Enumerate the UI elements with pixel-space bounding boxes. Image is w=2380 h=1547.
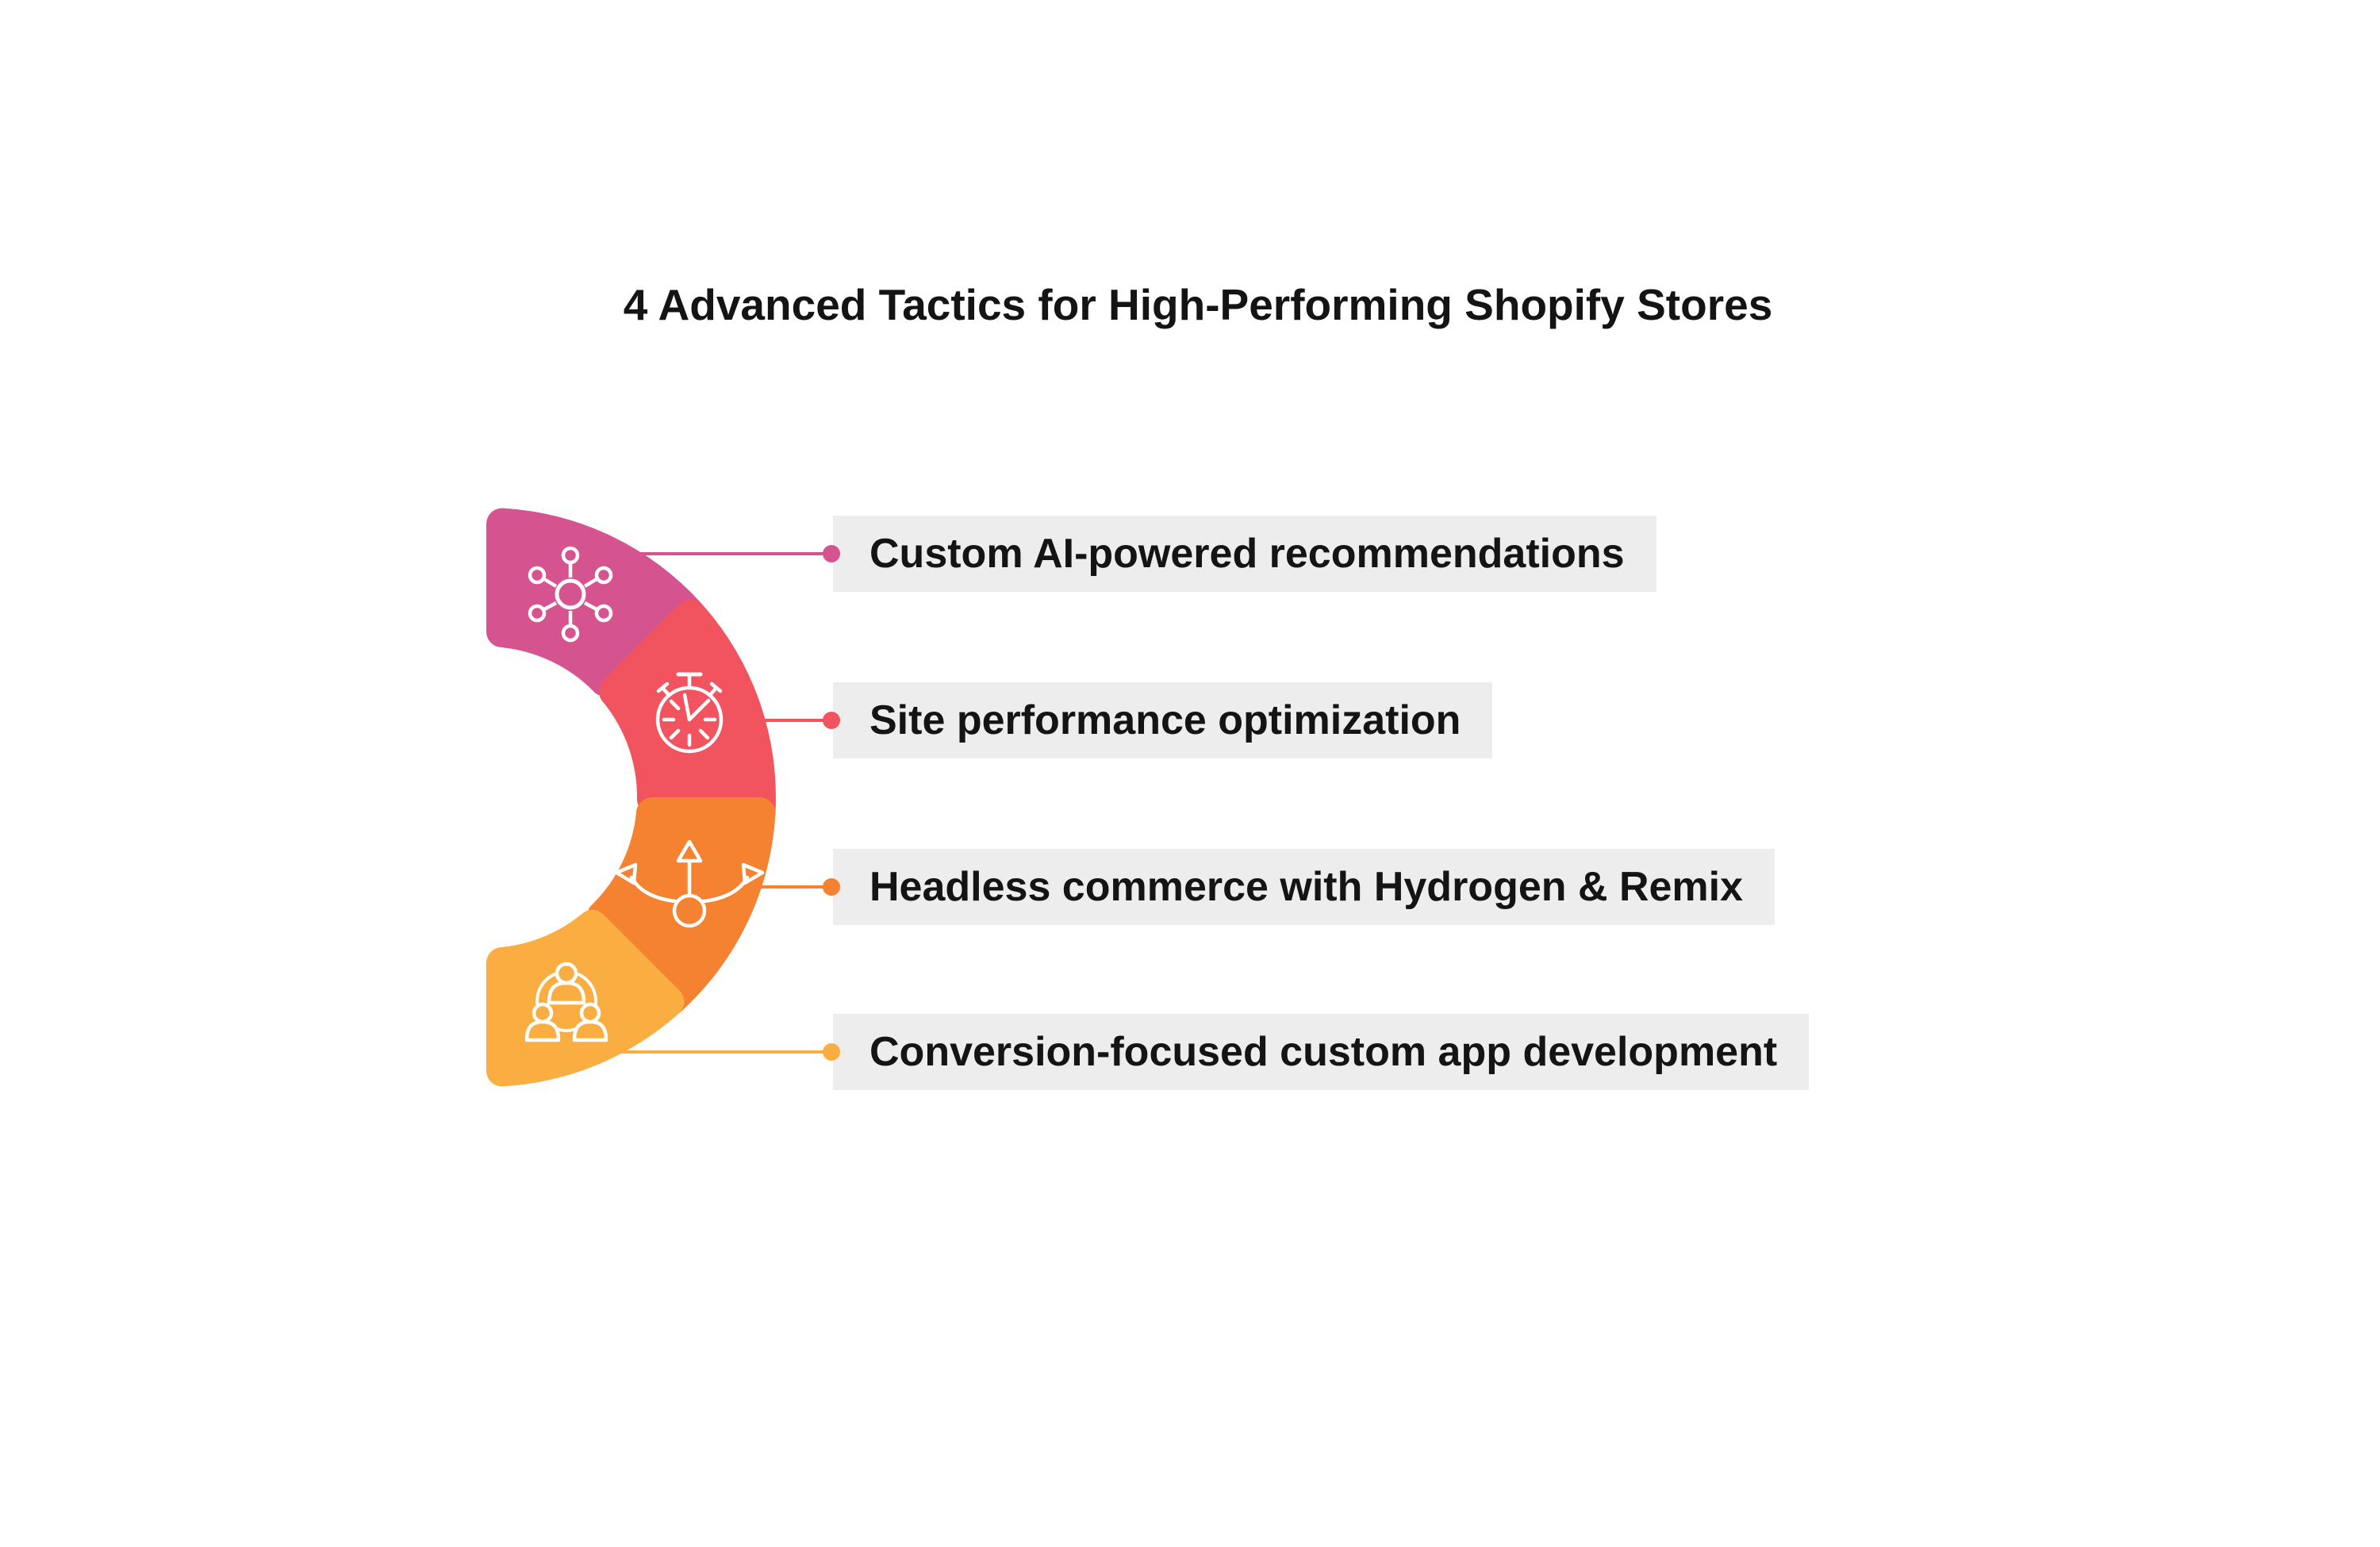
item-label-site-performance: Site performance optimization: [833, 682, 1493, 758]
item-label-headless-commerce: Headless commerce with Hydrogen & Remix: [833, 849, 1775, 925]
page-title: 4 Advanced Tactics for High-Performing S…: [623, 280, 1773, 329]
connector-dots: [823, 545, 840, 1061]
arc-segment-4: [486, 909, 685, 1087]
stopwatch-icon: [655, 672, 724, 754]
item-label-custom-app-development: Conversion-focused custom app developmen…: [833, 1014, 1810, 1090]
network-hub-icon: [528, 546, 613, 643]
branching-arrows-icon: [614, 839, 765, 928]
arc-segment-1: [486, 508, 705, 697]
arc-segments: [486, 508, 776, 1087]
team-icon: [524, 962, 608, 1042]
arc-segment-2: [598, 599, 776, 827]
arc-segment-3: [587, 797, 776, 1016]
item-label-custom-ai-recommendations: Custom AI-powered recommendations: [833, 516, 1656, 592]
connector-lines: [603, 552, 831, 1054]
